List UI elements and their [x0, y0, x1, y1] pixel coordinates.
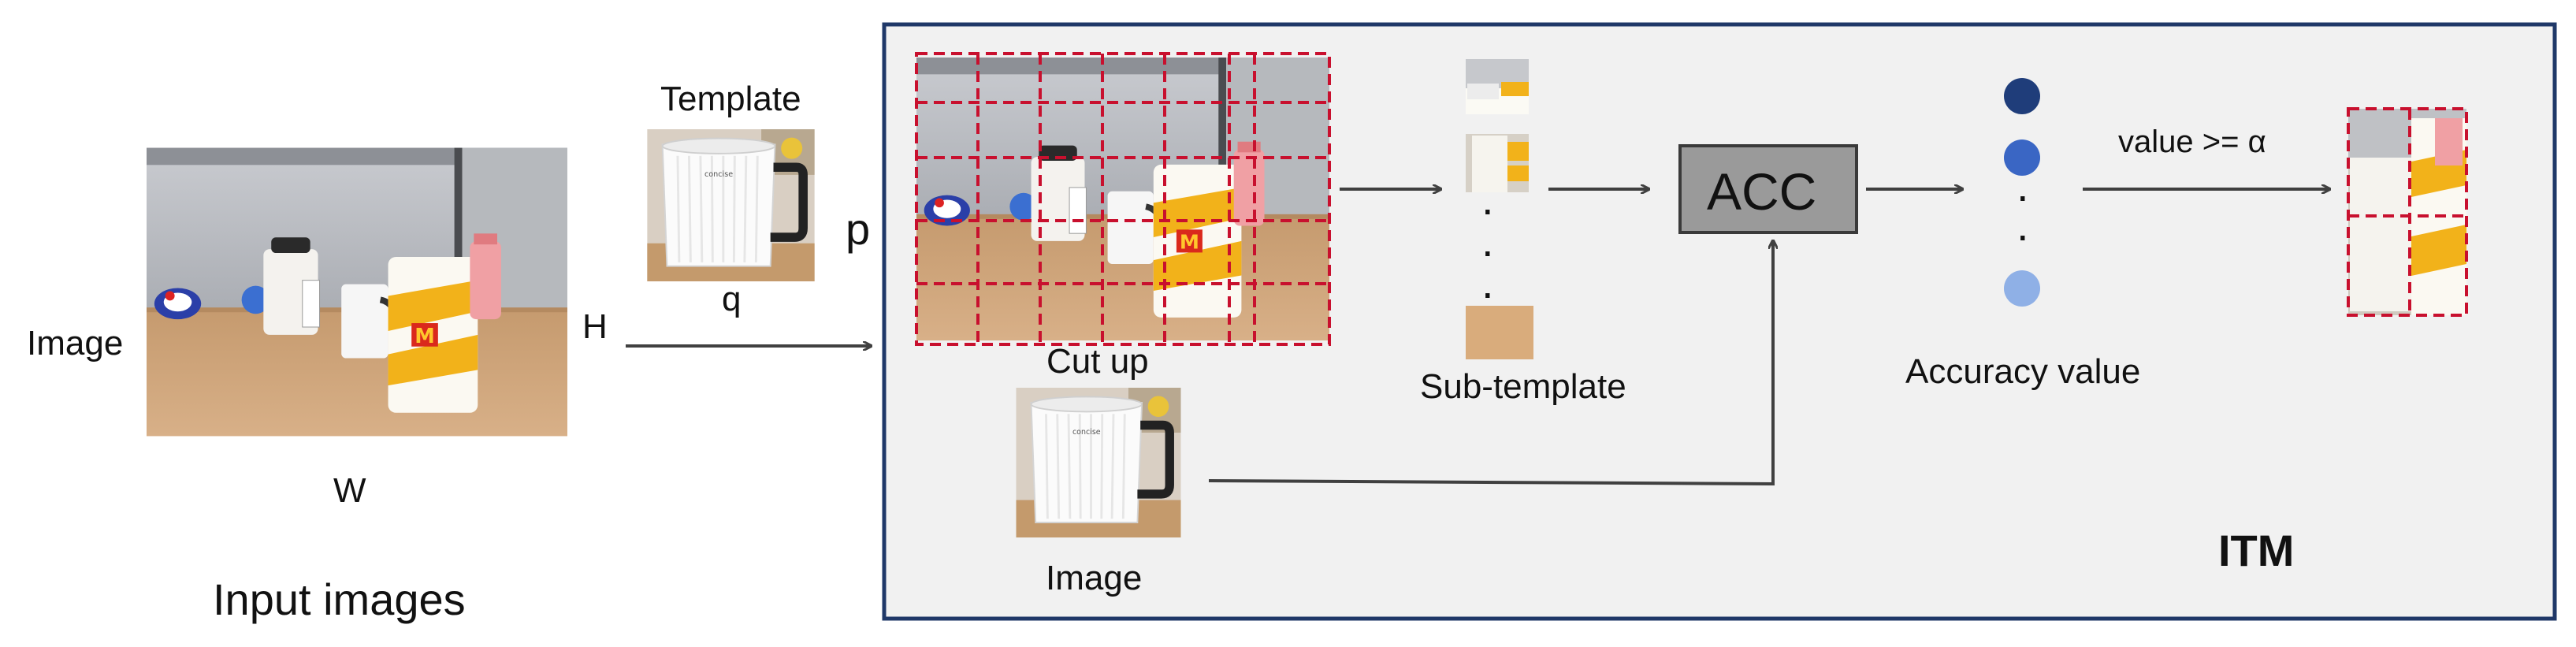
- label-h: H: [582, 307, 608, 346]
- acc-box: [1678, 144, 1858, 234]
- panel-image-mug: [1017, 388, 1181, 537]
- sub-template-tile-1: [1466, 59, 1529, 114]
- sub-template-tile-2: [1466, 134, 1529, 192]
- output-image: [2347, 107, 2468, 317]
- label-p: p: [846, 204, 871, 254]
- ellipsis-dot-acc-1: .: [2017, 161, 2029, 210]
- image-to-acc-arrow: [1208, 241, 1773, 486]
- sub-template-tile-3: [1466, 306, 1533, 359]
- label-itm: ITM: [2218, 526, 2295, 575]
- accuracy-dot-dark: [2004, 78, 2040, 114]
- sub-template-tiles: [1466, 59, 1533, 359]
- label-sub-template: Sub-template: [1420, 367, 1626, 406]
- label-accuracy-value: Accuracy value: [1905, 352, 2141, 391]
- ellipsis-dot-sub-1: .: [1481, 174, 1494, 224]
- label-image-panel: Image: [1046, 559, 1143, 597]
- ellipsis-dot-sub-3: .: [1481, 258, 1494, 307]
- label-input-images: Input images: [213, 574, 466, 624]
- label-image-left: Image: [27, 324, 124, 363]
- label-cut-up: Cut up: [1046, 342, 1149, 381]
- label-condition: value >= α: [2118, 125, 2266, 159]
- ellipsis-dot-sub-2: .: [1481, 216, 1494, 266]
- label-q: q: [722, 280, 742, 318]
- label-acc: ACC: [1707, 162, 1817, 221]
- template-image: [647, 129, 814, 281]
- input-image-scene: [147, 148, 567, 437]
- label-w: W: [333, 471, 366, 510]
- accuracy-dot-mid: [2004, 139, 2040, 176]
- cut-grid: [916, 54, 1329, 344]
- ellipsis-dot-acc-2: .: [2017, 200, 2029, 250]
- cut-up-image: [915, 52, 1331, 346]
- accuracy-dot-light: [2004, 270, 2040, 307]
- label-template: Template: [660, 80, 801, 118]
